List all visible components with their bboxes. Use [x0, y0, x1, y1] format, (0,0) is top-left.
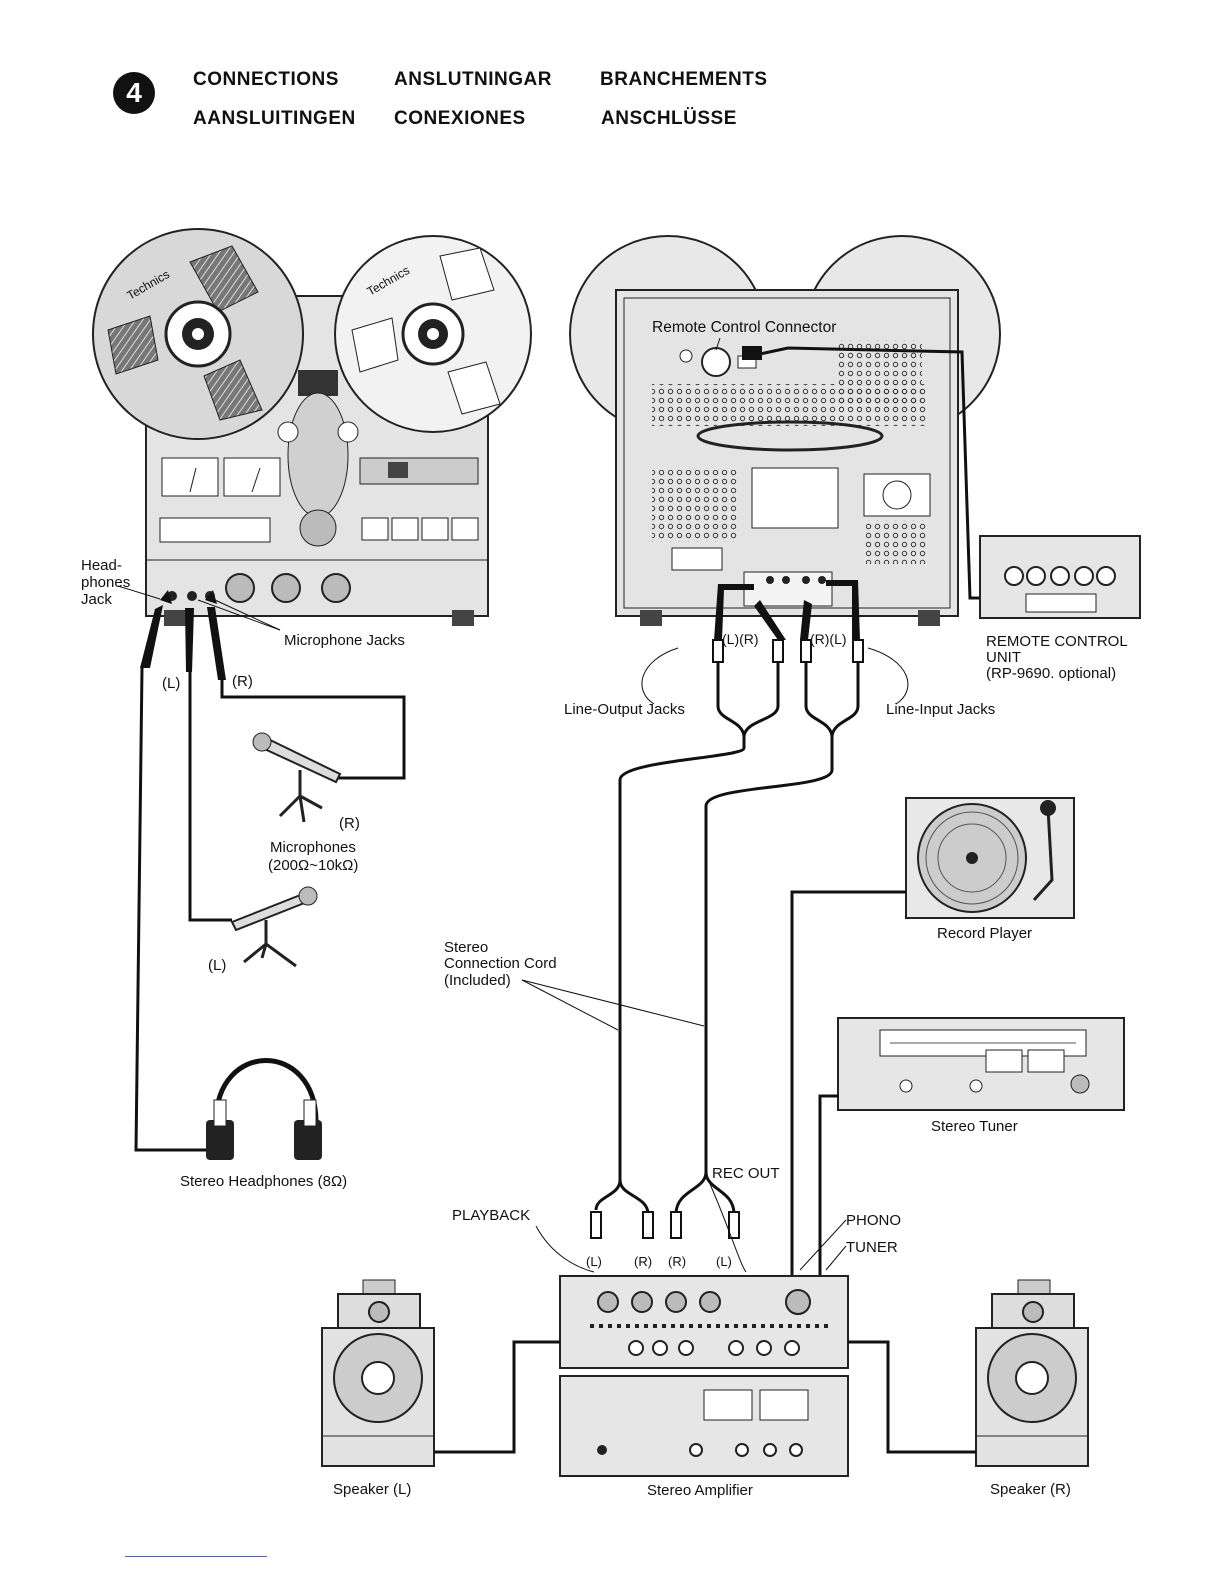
headphones-jack-label-1: Head- [81, 557, 122, 574]
mic-r-label: (R) [339, 815, 360, 832]
headphones-jack-label-2: phones [81, 574, 130, 591]
mic-jack-arrow [205, 590, 217, 604]
title-branchements: BRANCHEMENTS [600, 69, 768, 90]
microphone-jacks-label: Microphone Jacks [284, 632, 405, 649]
front-cables [134, 667, 406, 1152]
record-player-label: Record Player [937, 925, 1032, 942]
remote-connector-label: Remote Control Connector [652, 319, 836, 336]
speaker-left [321, 1279, 435, 1467]
front-plugs [140, 605, 226, 680]
headphones-jack-label-3: Jack [81, 591, 112, 608]
headphones-jack-arrow [160, 590, 172, 604]
remote-unit-label-3: (RP-9690. optional) [986, 665, 1116, 682]
record-player [905, 797, 1075, 919]
line-output-label: Line-Output Jacks [564, 701, 685, 718]
stereo-connection-cords [594, 660, 860, 1215]
stereo-cord-label-2: Connection Cord [444, 955, 557, 972]
amp-l2-label: (L) [716, 1254, 732, 1269]
speaker-l-label: Speaker (L) [333, 1481, 411, 1498]
amp-l1-label: (L) [586, 1254, 602, 1269]
playback-label: PLAYBACK [452, 1207, 530, 1224]
phono-cable [790, 890, 906, 1276]
speaker-r-label: Speaker (R) [990, 1481, 1071, 1498]
microphones-label-2: (200Ω~10kΩ) [268, 857, 358, 874]
microphones-label-1: Microphones [270, 839, 356, 856]
mic-cable-r-label: (R) [232, 673, 253, 690]
remote-control-unit [979, 535, 1141, 619]
stereo-tuner-label: Stereo Tuner [931, 1118, 1018, 1135]
left-reel: Technics [92, 228, 304, 440]
footer-rule [125, 1556, 267, 1557]
tuner-cable [818, 1094, 838, 1276]
amp-r1-label: (R) [634, 1254, 652, 1269]
speaker-l-cable [434, 1340, 560, 1454]
rear-lr-label: (L)(R) [722, 631, 759, 647]
stereo-headphones [206, 1058, 322, 1160]
rec-out-label: REC OUT [712, 1165, 780, 1182]
amp-r2-label: (R) [668, 1254, 686, 1269]
title-anslutningar: ANSLUTNINGAR [394, 69, 552, 90]
stereo-amplifier [559, 1275, 849, 1477]
tuner-label: TUNER [846, 1239, 898, 1256]
rear-rl-label: (R)(L) [810, 631, 847, 647]
title-connections: CONNECTIONS [193, 69, 339, 90]
remote-unit-label-2: UNIT [986, 649, 1021, 666]
title-aansluitingen: AANSLUITINGEN [193, 108, 356, 129]
stereo-tuner [837, 1017, 1125, 1111]
tape-deck-rear [569, 235, 1001, 626]
microphone-right [252, 732, 342, 823]
mic-l-label: (L) [208, 957, 226, 974]
mic-cable-l-label: (L) [162, 675, 180, 692]
rca-plugs [590, 639, 864, 1239]
title-conexiones: CONEXIONES [394, 108, 526, 129]
stereo-amplifier-label: Stereo Amplifier [647, 1482, 753, 1499]
tape-deck-front: Technics Technics [92, 228, 532, 626]
phono-label: PHONO [846, 1212, 901, 1229]
microphone-left [230, 886, 318, 968]
rear-plug-arrows [714, 580, 860, 640]
headphones-label: Stereo Headphones (8Ω) [180, 1173, 347, 1190]
remote-unit-label-1: REMOTE CONTROL [986, 633, 1128, 650]
speaker-r-cable [848, 1340, 976, 1454]
stereo-cord-label-1: Stereo [444, 939, 488, 956]
right-reel: Technics [334, 235, 532, 433]
title-anschluesse: ANSCHLÜSSE [601, 108, 737, 129]
step-number-badge: 4 [113, 72, 155, 114]
speaker-right [975, 1279, 1089, 1467]
stereo-cord-label-3: (Included) [444, 972, 511, 989]
remote-cable [759, 346, 980, 600]
line-input-label: Line-Input Jacks [886, 701, 995, 718]
